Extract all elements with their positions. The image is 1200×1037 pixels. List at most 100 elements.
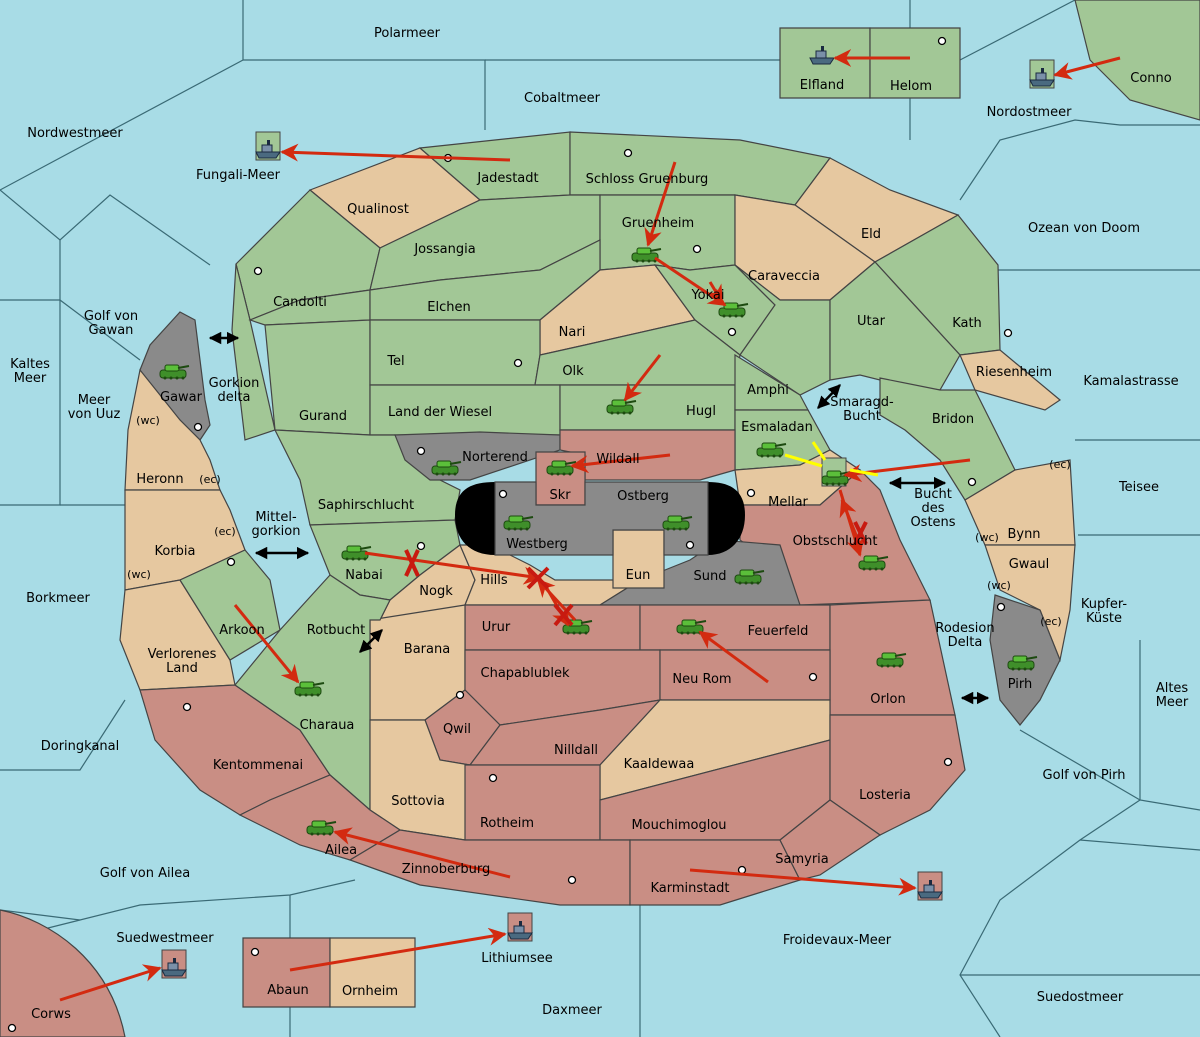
- sea-label-daxmeer: Daxmeer: [542, 1003, 602, 1018]
- province-label-rotheim: Rotheim: [480, 816, 534, 831]
- connection-arrows: [208, 331, 990, 705]
- province-label-ornheim: Ornheim: [342, 984, 398, 999]
- coast-tag: (ec): [1049, 458, 1070, 471]
- support-lines: [784, 441, 879, 477]
- sea-label-teisee: Teisee: [1118, 480, 1159, 495]
- coast-tag: (ec): [1040, 615, 1061, 628]
- sea-label-pirh-golf: Golf von Pirh: [1043, 768, 1126, 783]
- sea-label-fungali: Fungali-Meer: [196, 168, 281, 183]
- province-label-utar: Utar: [857, 314, 886, 329]
- province-label-riesenheim: Riesenheim: [976, 365, 1052, 380]
- province-label-olk: Olk: [562, 364, 584, 379]
- province-label-heronn: Heronn: [136, 472, 183, 487]
- province-label-urur: Urur: [482, 620, 511, 635]
- province-label-norterend: Norterend: [462, 450, 528, 465]
- province-label-jossangia: Jossangia: [413, 242, 475, 257]
- province-label-ailea: Ailea: [325, 843, 357, 858]
- province-label-samyria: Samyria: [775, 852, 829, 867]
- province-label-gruenheim: Gruenheim: [622, 216, 694, 231]
- province-label-saphir: Saphirschlucht: [318, 498, 414, 513]
- province-label-amphi: Amphi: [747, 383, 789, 398]
- coast-tag: (ec): [214, 525, 235, 538]
- coast-tag: (wc): [975, 531, 999, 544]
- province-label-kaaldewaa: Kaaldewaa: [624, 757, 695, 772]
- province-label-skr: Skr: [549, 488, 571, 503]
- province-label-charaua: Charaua: [300, 718, 355, 733]
- sea-label-froid: Froidevaux-Meer: [783, 933, 892, 948]
- province-label-kath: Kath: [952, 316, 982, 331]
- province-label-pirh: Pirh: [1008, 677, 1033, 692]
- province-label-elfland: Elfland: [800, 78, 844, 93]
- province-label-westberg: Westberg: [506, 537, 568, 552]
- coast-tag: (wc): [136, 414, 160, 427]
- province-label-sottovia: Sottovia: [391, 794, 445, 809]
- sea-label-suedost: Suedostmeer: [1037, 990, 1124, 1005]
- province-label-eld: Eld: [861, 227, 881, 242]
- province-label-zinnoberburg: Zinnoberburg: [402, 862, 490, 877]
- province-label-chapa: Chapablublek: [481, 666, 570, 681]
- province-label-schloss: Schloss Gruenburg: [586, 172, 709, 187]
- sea-label-smaragd: Smaragd-Bucht: [830, 395, 894, 424]
- province-label-caraveccia: Caraveccia: [748, 269, 820, 284]
- sea-label-doring: Doringkanal: [41, 739, 120, 754]
- province-label-orlon: Orlon: [870, 692, 905, 707]
- sea-label-suedwest: Suedwestmeer: [116, 931, 214, 946]
- province-label-gwaul: Gwaul: [1009, 557, 1050, 572]
- province-label-arkoon: Arkoon: [219, 623, 264, 638]
- province-label-jadestadt: Jadestadt: [476, 171, 538, 186]
- province-label-hugl: Hugl: [686, 404, 716, 419]
- province-label-qualinost: Qualinost: [347, 202, 409, 217]
- sea-label-mittel: Mittel-gorkion: [252, 510, 301, 539]
- province-label-wildall: Wildall: [596, 452, 639, 467]
- province-label-conno: Conno: [1130, 71, 1172, 86]
- province-label-corws: Corws: [31, 1007, 71, 1022]
- province-label-elchen: Elchen: [427, 300, 470, 315]
- supply-centers: [7, 36, 1013, 1033]
- province-label-gawar: Gawar: [160, 390, 203, 405]
- sea-label-cobaltmeer: Cobaltmeer: [524, 91, 601, 106]
- province-label-feuerfeld: Feuerfeld: [748, 624, 809, 639]
- province-label-ostberg: Ostberg: [617, 489, 669, 504]
- province-label-nilldall: Nilldall: [554, 743, 598, 758]
- sea-label-nordwestmeer: Nordwestmeer: [27, 126, 123, 141]
- province-label-nari: Nari: [559, 325, 586, 340]
- sea-label-nordostmeer: Nordostmeer: [987, 105, 1073, 120]
- province-label-esmaladan: Esmaladan: [741, 420, 813, 435]
- province-label-mellar: Mellar: [768, 495, 808, 510]
- province-label-qwil: Qwil: [443, 722, 471, 737]
- province-label-sund: Sund: [694, 569, 727, 584]
- sea-label-kupfer: Kupfer-Küste: [1081, 597, 1127, 626]
- province-label-losteria: Losteria: [859, 788, 911, 803]
- province-label-nogk: Nogk: [419, 584, 453, 599]
- province-label-candolti: Candolti: [273, 295, 327, 310]
- province-label-kentommenai: Kentommenai: [213, 758, 303, 773]
- sea-label-lithium: Lithiumsee: [481, 951, 552, 966]
- failed-move-markers: [404, 521, 868, 627]
- province-label-bridon: Bridon: [932, 412, 974, 427]
- province-label-eun: Eun: [626, 568, 651, 583]
- sea-label-borkmeer: Borkmeer: [26, 591, 90, 606]
- sea-label-polarmeer: Polarmeer: [374, 26, 441, 41]
- province-label-bynn: Bynn: [1007, 527, 1040, 542]
- province-label-korbia: Korbia: [154, 544, 195, 559]
- province-label-karminstadt: Karminstadt: [650, 881, 729, 896]
- coast-tag: (wc): [127, 568, 151, 581]
- province-label-obstschlucht: Obstschlucht: [793, 534, 878, 549]
- province-label-yokai: Yokai: [690, 288, 724, 303]
- province-label-neurom: Neu Rom: [672, 672, 731, 687]
- sea-label-ailea-golf: Golf von Ailea: [100, 866, 190, 881]
- province-label-helom: Helom: [890, 79, 932, 94]
- coast-tag: (ec): [199, 473, 220, 486]
- province-label-gurand: Gurand: [299, 409, 347, 424]
- coast-tag: (wc): [987, 579, 1011, 592]
- province-label-mouchi: Mouchimoglou: [631, 818, 726, 833]
